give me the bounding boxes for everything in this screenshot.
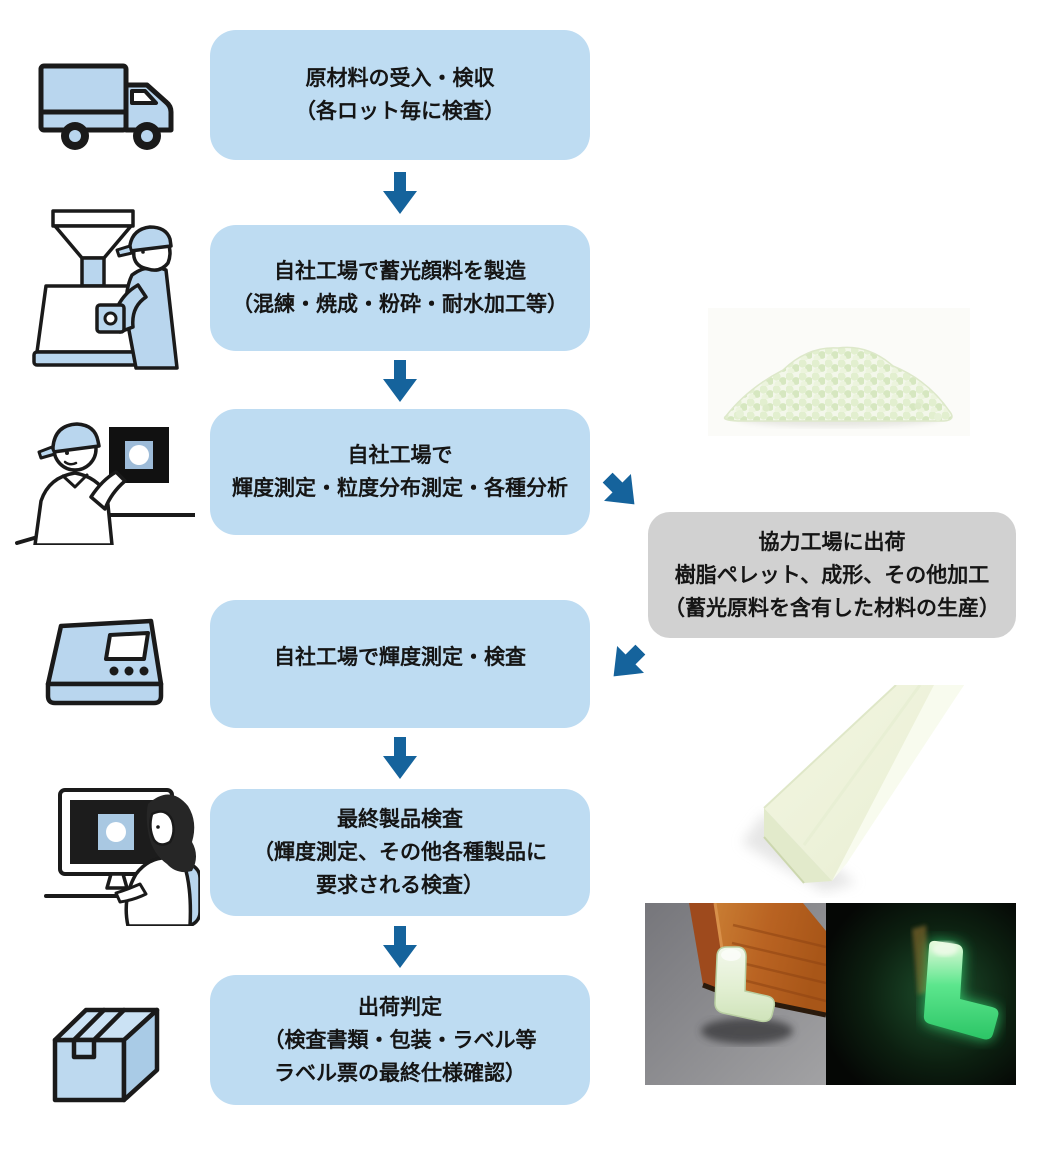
step-line: ラベル票の最終仕様確認） (274, 1061, 526, 1085)
arrow-down-icon (383, 926, 417, 968)
molded-profile-photo (706, 685, 1016, 898)
flow-step-luminance-check: 自社工場で輝度測定・検査 (210, 600, 590, 728)
flow-step-pigment-production: 自社工場で蓄光顔料を製造 （混練・焼成・粉砕・耐水加工等） (210, 225, 590, 351)
step-line: 原材料の受入・検収 (305, 67, 495, 90)
flow-step-shipping-judgment: 出荷判定 （検査書類・包装・ラベル等 ラベル票の最終仕様確認） (210, 975, 590, 1105)
pigment-factory-worker-icon (20, 205, 188, 370)
step-line: 自社工場で蓄光顔料を製造 (274, 260, 526, 283)
luminance-inspection-worker-icon (15, 397, 195, 545)
arrow-down-right-icon (594, 464, 648, 518)
step-line: 協力工場に出荷 (758, 530, 906, 554)
computer-inspection-worker-icon (10, 778, 200, 926)
corner-guard-daylight-photo (645, 903, 826, 1085)
phosphorescent-pellets-photo (708, 308, 970, 436)
step-line: （検査書類・包装・ラベル等 (263, 1028, 537, 1052)
step-line: 輝度測定・粒度分布測定・各種分析 (232, 477, 568, 500)
corner-guard-glowing-photo (826, 903, 1016, 1085)
step-line: 要求される検査） (316, 874, 484, 897)
flow-step-measurement-analysis: 自社工場で 輝度測定・粒度分布測定・各種分析 (210, 409, 590, 535)
step-line: （混練・焼成・粉砕・耐水加工等） (232, 293, 568, 316)
step-line: 自社工場で (347, 444, 453, 467)
step-line: 自社工場で輝度測定・検査 (274, 645, 526, 669)
flow-step-partner-factory: 協力工場に出荷 樹脂ペレット、成形、その他加工 （蓄光原料を含有した材料の生産） (648, 512, 1016, 638)
delivery-truck-icon (28, 45, 190, 163)
step-line: 樹脂ペレット、成形、その他加工 (674, 563, 990, 587)
step-line: （各ロット毎に検査） (295, 100, 505, 123)
arrow-down-icon (383, 360, 417, 402)
flow-step-receiving: 原材料の受入・検収 （各ロット毎に検査） (210, 30, 590, 160)
step-line: 最終製品検査 (337, 808, 463, 831)
step-line: 出荷判定 (358, 995, 442, 1019)
flow-step-final-inspection: 最終製品検査 （輝度測定、その他各種製品に 要求される検査） (210, 789, 590, 916)
arrow-down-icon (383, 737, 417, 779)
shipping-box-icon (40, 995, 172, 1107)
step-line: （蓄光原料を含有した材料の生産） (664, 596, 1000, 620)
step-line: （輝度測定、その他各種製品に (253, 841, 547, 864)
arrow-down-left-icon (600, 636, 654, 690)
measurement-device-icon (35, 612, 177, 724)
arrow-down-icon (383, 172, 417, 214)
